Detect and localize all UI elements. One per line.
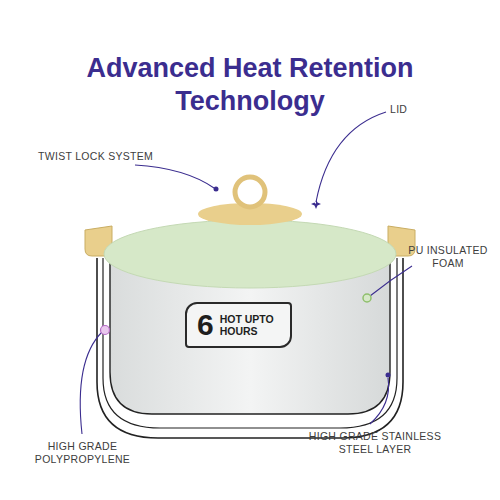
callout-label: PU INSULATED FOAM <box>408 244 488 270</box>
badge-text: HOT UPTO HOURS <box>220 313 278 337</box>
lid-disc <box>104 220 396 288</box>
leader-dot <box>214 187 219 192</box>
title: Advanced Heat Retention Technology <box>80 52 420 118</box>
callout-label: TWIST LOCK SYSTEM <box>38 150 158 163</box>
callout-label: HIGH GRADE STAINLESS STEEL LAYER <box>300 430 450 456</box>
leader-line <box>80 332 102 434</box>
leader-dot <box>386 373 391 378</box>
leader-dot <box>311 199 321 209</box>
lid-knob <box>235 177 265 207</box>
hours-number: 6 <box>197 309 214 341</box>
leader-line <box>316 112 386 202</box>
leader-dot <box>101 326 110 335</box>
hours-badge: 6HOT UPTO HOURS <box>185 302 292 348</box>
leader-dot <box>363 294 371 302</box>
leader-line <box>135 165 214 188</box>
callout-label: HIGH GRADE POLYPROPYLENE <box>25 440 140 466</box>
leader-line <box>370 266 412 296</box>
callout-label: LID <box>390 103 440 116</box>
leader-line <box>370 378 389 424</box>
